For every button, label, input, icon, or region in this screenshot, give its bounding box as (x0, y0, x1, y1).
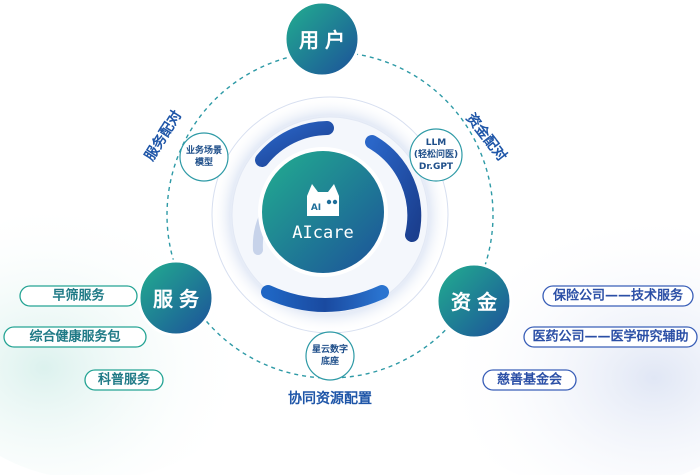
user-node: 用户 (283, 0, 361, 78)
base-line-1: 星云数字 (312, 343, 348, 355)
service-item-label: 早筛服务 (52, 288, 105, 304)
llm-line-2: (轻松问医) (414, 148, 458, 160)
service-node: 服务 (137, 259, 215, 337)
cat-icon (307, 184, 339, 216)
funds-item-pharma: 医药公司——医学研究辅助 (523, 326, 698, 348)
scenario-line-2: 模型 (195, 156, 213, 168)
arc-bottom (261, 285, 389, 312)
service-item-early-screening: 早筛服务 (19, 285, 138, 307)
funds-node-label: 资金 (451, 290, 503, 314)
service-match-label: 服务配对 (141, 107, 185, 163)
llm-node: LLM (轻松问医) Dr.GPT (409, 128, 463, 182)
outer-dashed-ring (166, 51, 494, 379)
llm-line-1: LLM (426, 138, 446, 148)
arc-right (365, 135, 422, 242)
funds-match-label: 资金配对 (463, 110, 511, 165)
scenario-model-node: 业务场景 模型 (179, 132, 229, 182)
llm-line-3: Dr.GPT (419, 162, 454, 172)
ai-badge: AI (311, 203, 321, 213)
funds-item-label: 医药公司——医学研究辅助 (532, 329, 688, 345)
resource-config-label: 协同资源配置 (288, 390, 372, 407)
user-node-label: 用户 (299, 28, 351, 52)
funds-node: 资金 (435, 262, 513, 340)
funds-item-insurance: 保险公司——技术服务 (542, 285, 694, 307)
service-node-label: 服务 (153, 287, 205, 311)
base-line-2: 底座 (321, 355, 339, 367)
service-item-health-package: 综合健康服务包 (3, 326, 147, 348)
scenario-line-1: 业务场景 (186, 144, 222, 156)
service-item-label: 科普服务 (98, 372, 151, 388)
funds-item-label: 慈善基金会 (497, 372, 563, 388)
funds-item-label: 保险公司——技术服务 (552, 288, 684, 304)
service-item-science: 科普服务 (84, 369, 164, 391)
funds-item-charity: 慈善基金会 (482, 369, 577, 391)
arc-top-left (255, 121, 334, 167)
service-item-label: 综合健康服务包 (29, 329, 120, 345)
brand-name: AIcare (292, 223, 353, 243)
digital-base-node: 星云数字 底座 (305, 331, 355, 381)
